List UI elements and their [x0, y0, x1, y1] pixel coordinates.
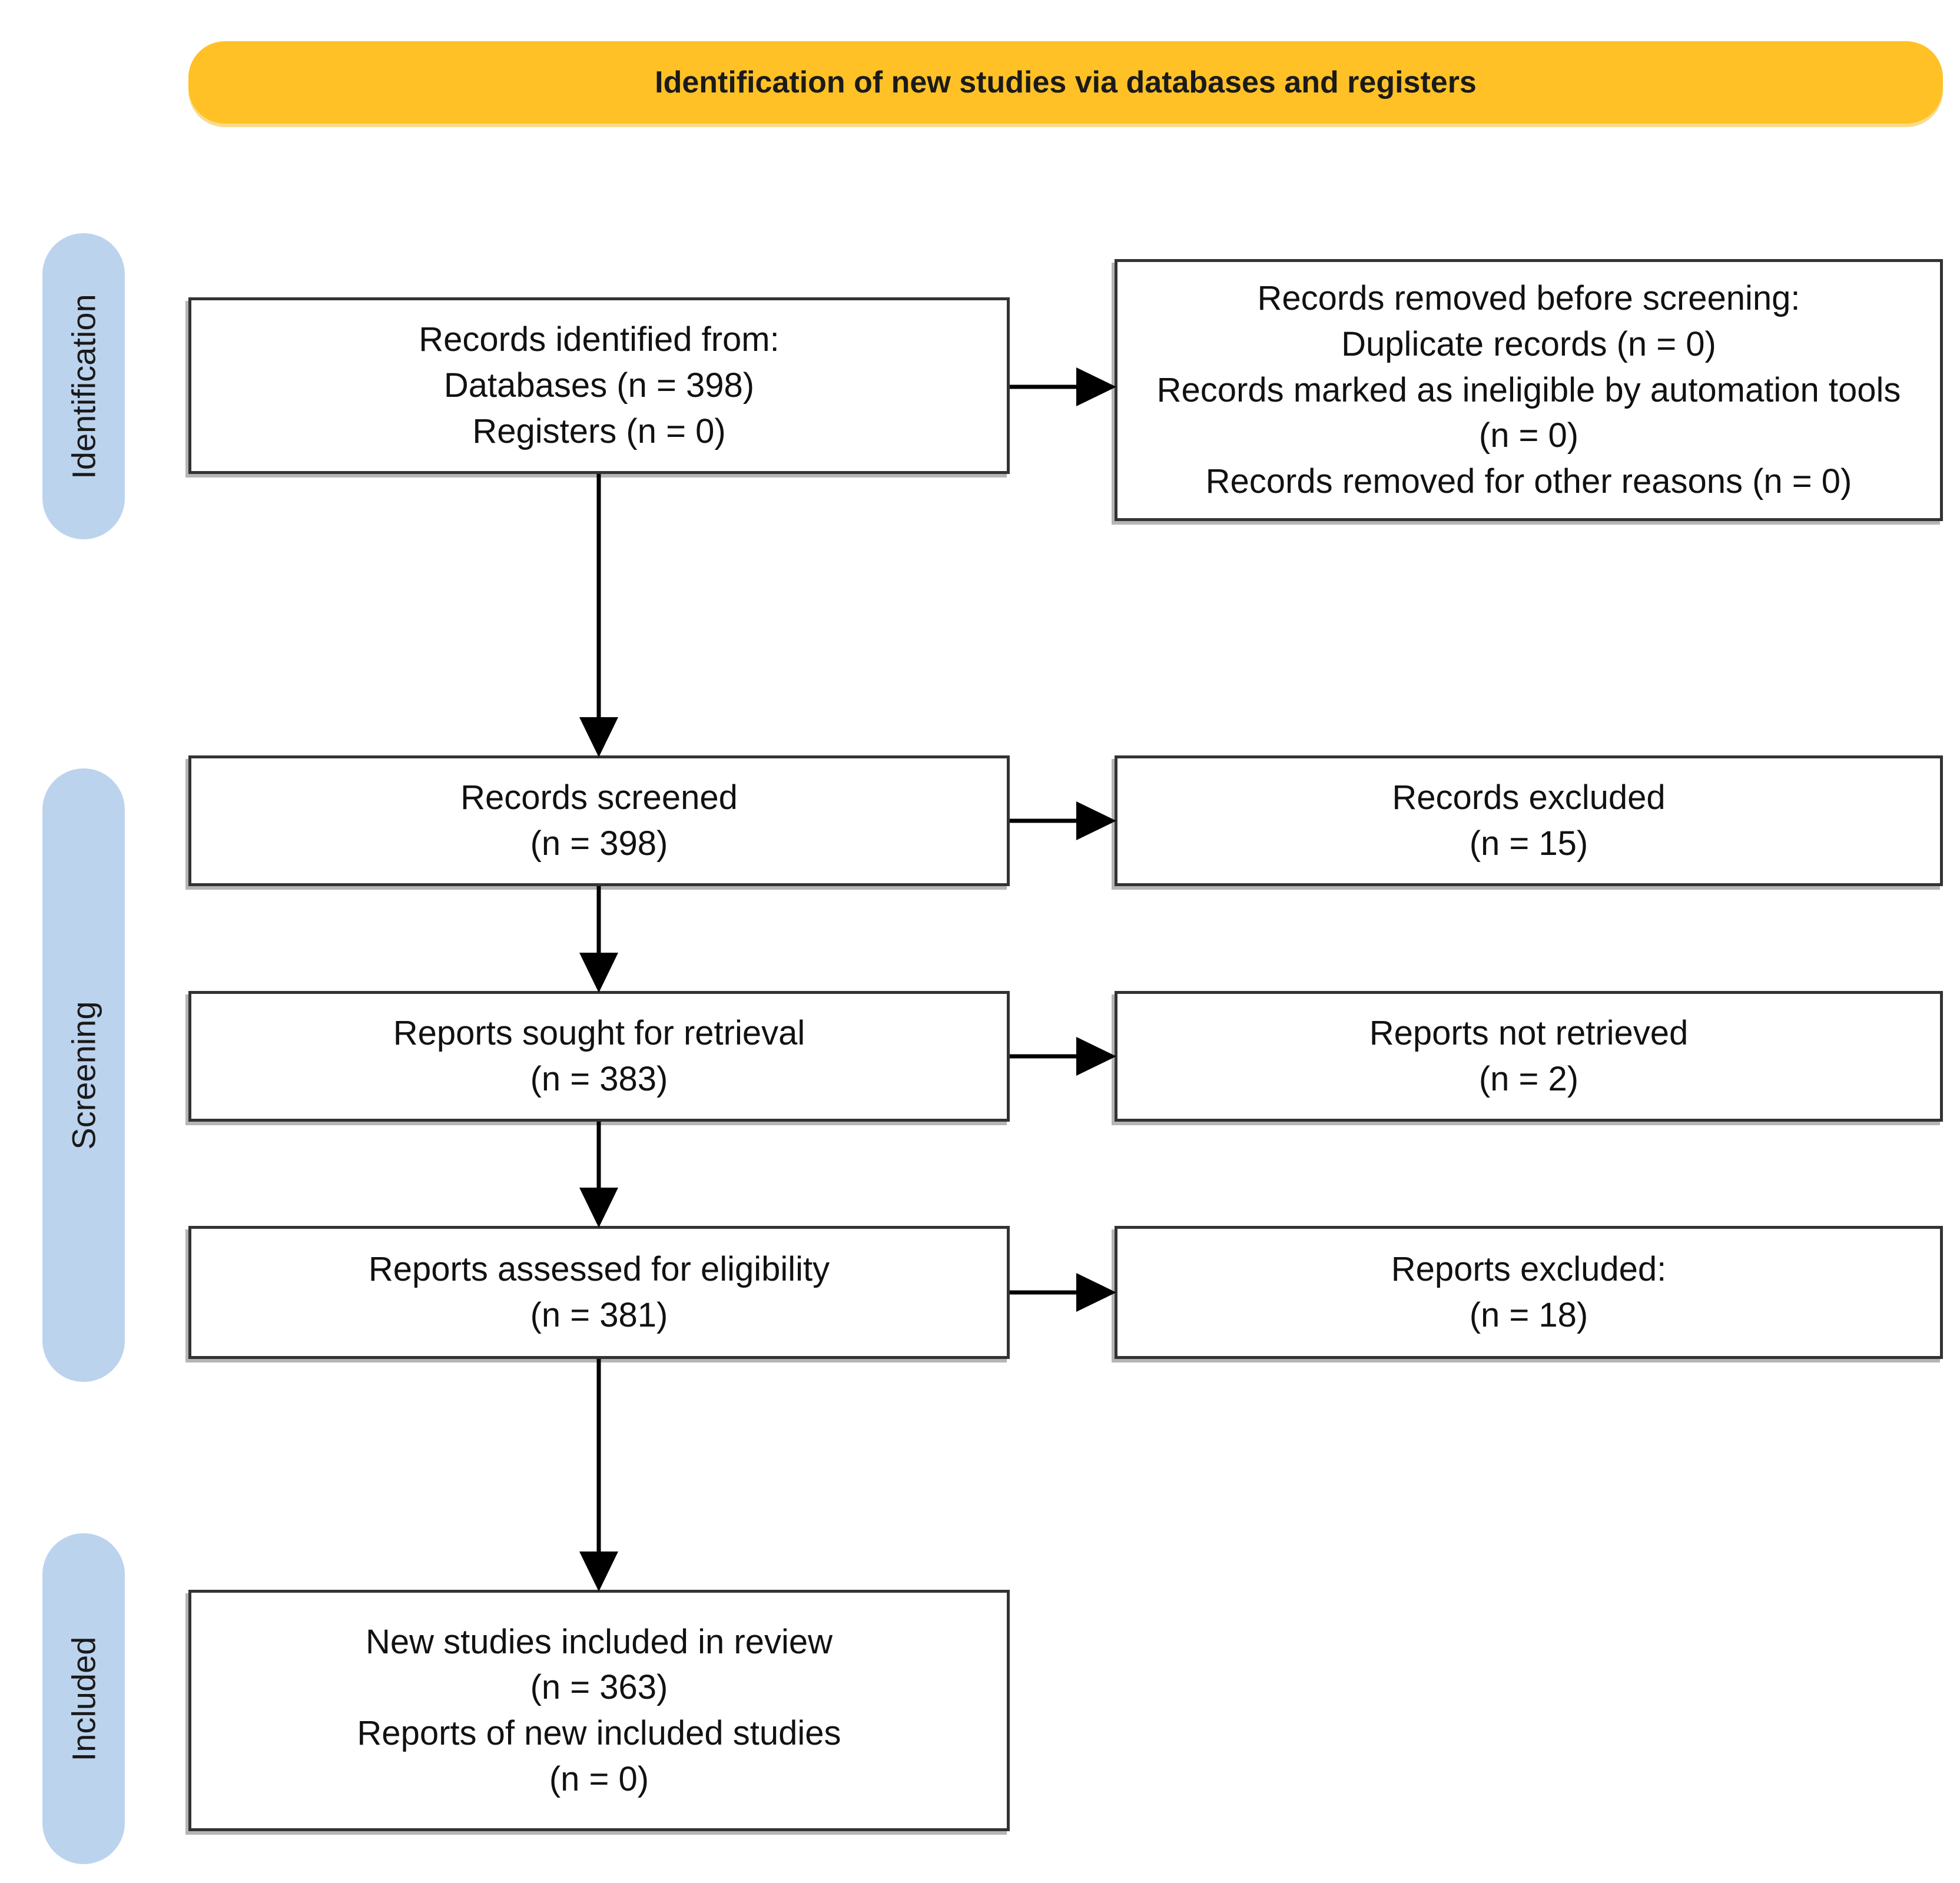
stage-label-screening: Screening	[42, 768, 125, 1382]
diagram-title: Identification of new studies via databa…	[655, 65, 1477, 100]
arrow-screened-to-sought	[579, 886, 618, 993]
arrow-screened-to-excluded	[1010, 801, 1116, 840]
box-reports-assessed-for-eligibility: Reports assessed for eligibility (n = 38…	[188, 1226, 1010, 1359]
stage-label-text: Screening	[65, 1000, 102, 1150]
arrow-assessed-to-included	[579, 1359, 618, 1592]
arrow-assessed-to-reportsexcluded	[1010, 1273, 1116, 1312]
stage-label-identification: Identification	[42, 233, 125, 539]
box-reports-excluded: Reports excluded: (n = 18)	[1115, 1226, 1943, 1359]
box-new-studies-included: New studies included in review (n = 363)…	[188, 1590, 1010, 1831]
box-records-identified: Records identified from: Databases (n = …	[188, 297, 1010, 474]
box-reports-sought-for-retrieval: Reports sought for retrieval (n = 383)	[188, 991, 1010, 1122]
box-records-excluded: Records excluded (n = 15)	[1115, 755, 1943, 886]
arrow-sought-to-assessed	[579, 1122, 618, 1228]
arrow-sought-to-notretrieved	[1010, 1037, 1116, 1076]
box-reports-not-retrieved: Reports not retrieved (n = 2)	[1115, 991, 1943, 1122]
stage-label-included: Included	[42, 1533, 125, 1864]
arrow-identified-to-removed	[1010, 367, 1116, 406]
box-records-screened: Records screened (n = 398)	[188, 755, 1010, 886]
stage-label-text: Identification	[65, 293, 102, 479]
diagram-title-banner: Identification of new studies via databa…	[188, 41, 1943, 124]
stage-label-text: Included	[65, 1636, 102, 1761]
box-records-removed-before-screening: Records removed before screening: Duplic…	[1115, 259, 1943, 521]
arrow-identified-to-screened	[579, 474, 618, 757]
